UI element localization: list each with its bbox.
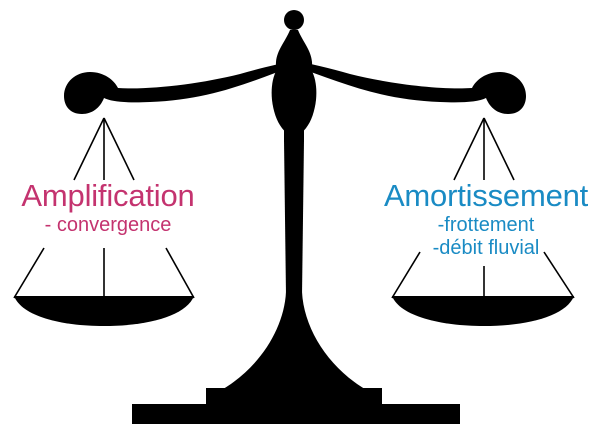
- scale-collar: [284, 130, 304, 142]
- left-pan: [14, 296, 194, 326]
- right-pan: [392, 296, 574, 326]
- right-item-frottement: -frottement: [437, 214, 535, 236]
- right-label-block: Amortissement -frottement -débit fluvial: [368, 178, 601, 260]
- scale-top-knob: [284, 10, 304, 30]
- scale-beam-left: [64, 60, 294, 114]
- right-pan-strings: [391, 117, 575, 299]
- left-title: Amplification: [21, 178, 195, 213]
- right-item-debit-fluvial: -débit fluvial: [432, 237, 540, 259]
- scale-hub: [271, 58, 317, 136]
- left-item-convergence: - convergence: [44, 214, 172, 236]
- left-pan-strings: [13, 117, 195, 299]
- scale-beam-right: [294, 60, 526, 114]
- scale-base-flare: [218, 292, 370, 392]
- scale-column: [284, 140, 304, 296]
- scale-base-plinth: [132, 404, 460, 424]
- scale-base-step: [206, 388, 382, 404]
- left-label-block: Amplification - convergence: [0, 178, 216, 237]
- right-title: Amortissement: [383, 178, 589, 213]
